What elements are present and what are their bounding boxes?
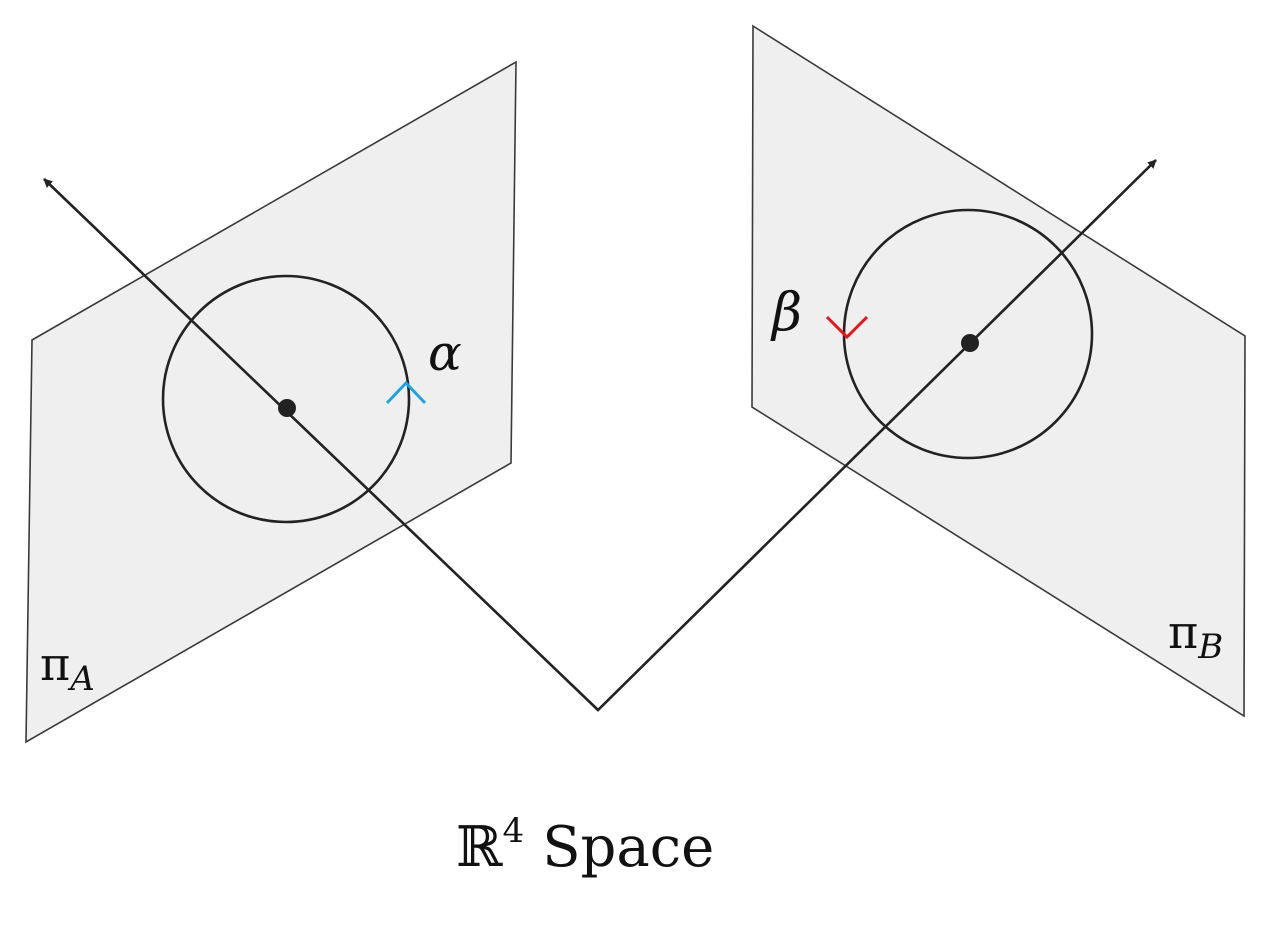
beta-marker	[825, 315, 869, 340]
caption-symbol: ℝ	[456, 815, 504, 880]
center-point-b	[961, 334, 979, 352]
plane-b-label: πB	[1168, 605, 1223, 667]
caption-exponent: 4	[503, 811, 525, 851]
center-point-a	[278, 399, 296, 417]
caption-word: Space	[542, 815, 714, 880]
alpha-marker	[385, 380, 427, 405]
beta-label: β	[770, 283, 802, 343]
caption: ℝ4 Space	[456, 811, 714, 880]
alpha-label: α	[428, 324, 462, 382]
plane-a-label-main: π	[40, 637, 70, 691]
plane-a	[25, 60, 517, 744]
plane-a-label-sub: A	[67, 659, 95, 699]
plane-a-label: πA	[40, 637, 95, 699]
circle-a	[161, 274, 411, 524]
plane-b-label-sub: B	[1197, 627, 1223, 667]
plane-b-label-main: π	[1168, 605, 1198, 659]
